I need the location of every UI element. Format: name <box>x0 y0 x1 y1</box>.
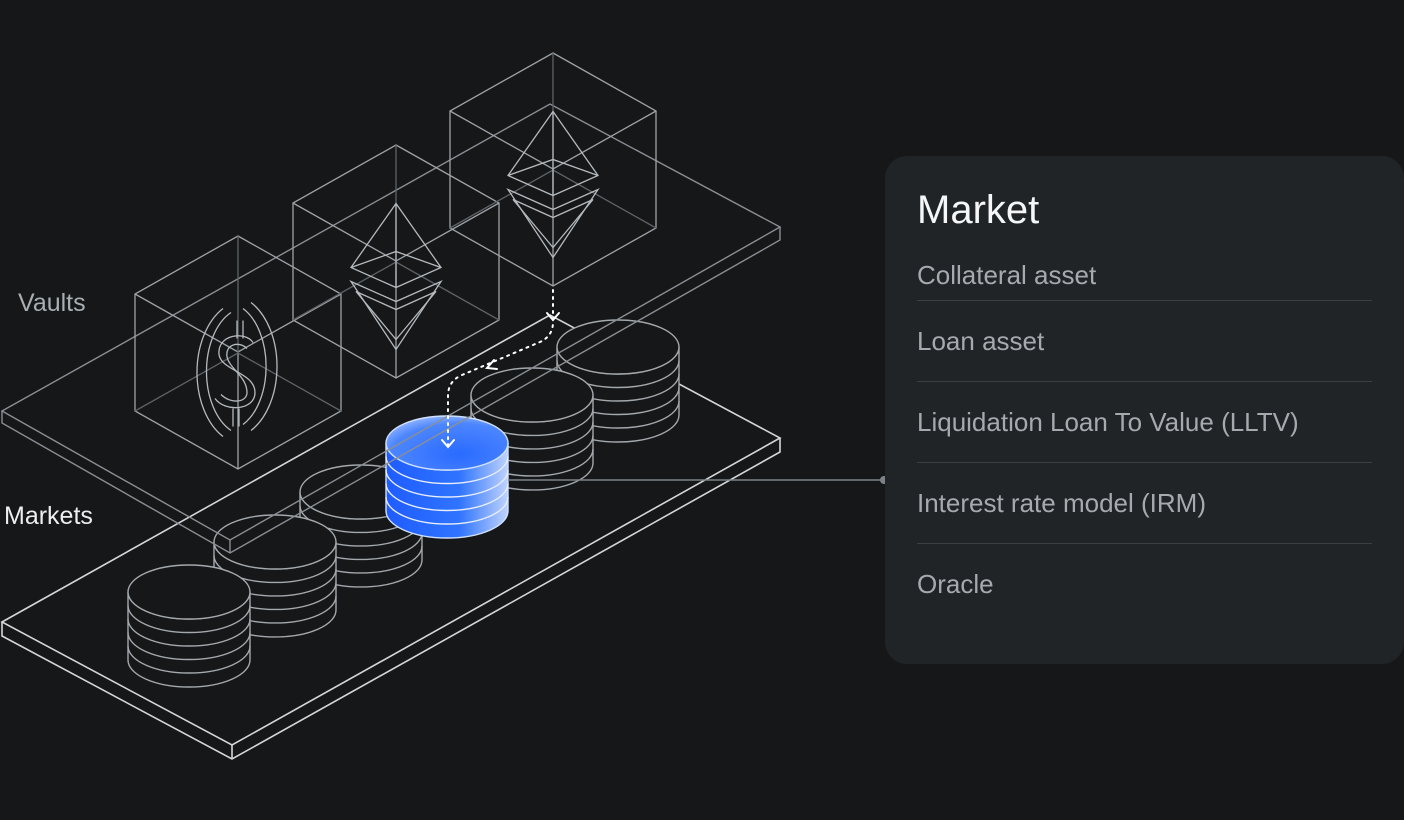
market-properties-list: Collateral asset Loan asset Liquidation … <box>917 250 1372 624</box>
property-loan-asset: Loan asset <box>917 300 1372 381</box>
market-info-panel: Market Collateral asset Loan asset Liqui… <box>885 156 1404 664</box>
panel-title: Market <box>917 188 1040 232</box>
vault-cube <box>449 52 657 287</box>
vault-cubes <box>134 52 657 470</box>
property-oracle: Oracle <box>917 543 1372 624</box>
highlighted-market-coin <box>385 415 509 539</box>
property-collateral-asset: Collateral asset <box>917 260 1097 290</box>
ethereum-icon <box>506 110 600 259</box>
market-coin <box>127 564 251 688</box>
vault-cube <box>134 235 342 470</box>
usdc-dollar-icon <box>196 301 278 438</box>
allocation-arrow <box>447 289 554 446</box>
markets-label: Markets <box>4 502 93 530</box>
ethereum-icon <box>349 202 443 351</box>
vaults-label: Vaults <box>18 289 86 317</box>
vaults-platform <box>0 103 782 554</box>
arrowheads <box>441 312 560 449</box>
vault-cube <box>292 144 500 379</box>
property-lltv: Liquidation Loan To Value (LLTV) <box>917 381 1372 462</box>
property-irm: Interest rate model (IRM) <box>917 462 1372 543</box>
